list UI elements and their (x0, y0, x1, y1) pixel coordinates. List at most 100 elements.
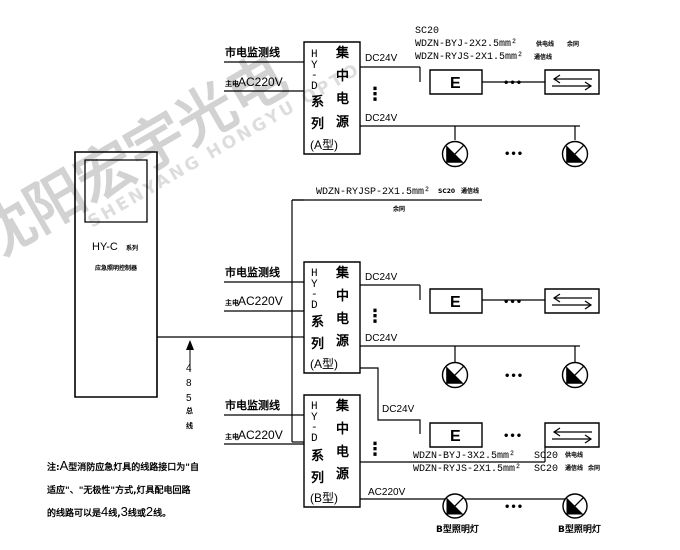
controller-model-suffix: 系列 (126, 244, 138, 252)
controller-cabinet (75, 152, 157, 397)
note-line-1: 注:A型消防应急灯具的线路接口为"自 (47, 458, 199, 473)
directional-sign-1 (545, 70, 599, 94)
ellipsis-1b: ••• (504, 149, 523, 160)
power-unit-1-sub-2: 列 (311, 116, 324, 132)
bot-power-conduit: SC20 (534, 451, 558, 462)
bot-comm-cable: WDZN-RYJS-2X1.5mm² (413, 464, 521, 475)
bus-cable-spec: WDZN-RYJSP-2X1.5mm² SC20 通信线 余同 (316, 187, 479, 213)
lamp-icon (442, 493, 468, 519)
power-unit-2-vdots: ⋮ (366, 306, 384, 327)
exit-sign-1-letter: E (450, 75, 461, 92)
power-unit-1-out-top: DC24V (365, 53, 398, 64)
directional-sign-3 (545, 423, 599, 447)
exit-sign-3-letter: E (450, 428, 461, 445)
power-unit-3-box (304, 395, 360, 507)
power-unit-3-main-4: 源 (336, 466, 349, 482)
power-unit-2-box (304, 262, 360, 373)
power-unit-2-main-3: 电 (336, 311, 349, 327)
power-unit-1-vdots: ⋮ (366, 84, 384, 105)
power-unit-3-series-2: Y (311, 412, 318, 424)
power-unit-1-out-bottom: DC24V (365, 113, 398, 124)
ellipsis-3b: ••• (504, 502, 523, 513)
bot-power-note: 供电线 (564, 451, 583, 459)
lamp-icon (561, 140, 589, 168)
power-unit-1-series-1: H (311, 49, 318, 61)
top-power-note: 供电线 (535, 40, 554, 48)
power-unit-2-series-3: - (311, 289, 318, 301)
lamp-icon (441, 361, 469, 389)
power-unit-2: H Y - D 集 中 电 源 系 列 (A型) 市电监测线 主电 AC220V… (224, 262, 599, 389)
bus-label-5: 线 (186, 421, 193, 430)
power-unit-2-main-4: 源 (336, 333, 349, 349)
bot-comm-note: 通信线 (565, 464, 583, 472)
arrows-icon (552, 428, 592, 443)
power-unit-2-out-bottom: DC24V (365, 333, 398, 344)
power-unit-3-series-1: H (311, 401, 318, 413)
power-unit-1-mains-prefix: 主电 (225, 79, 239, 88)
power-unit-1-type: (A型) (310, 138, 338, 152)
arrows-icon (552, 75, 592, 90)
ellipsis-2b: ••• (504, 371, 523, 382)
power-unit-1-series-3: - (311, 70, 318, 82)
power-unit-1: H Y - D 集 中 电 源 系 列 (A型) 市电监测线 主电 AC220V… (224, 26, 599, 168)
exit-sign-2-letter: E (450, 294, 461, 311)
power-unit-3: H Y - D 集 中 电 源 系 列 (B型) 市电监测线 主电 AC220V… (224, 368, 601, 535)
exit-sign-1 (430, 70, 482, 94)
note-line-3: 的线路可以是4线,3线或2线。 (47, 504, 171, 519)
bot-power-cable: WDZN-BYJ-3X2.5mm² (413, 451, 515, 462)
controller-screen (85, 160, 147, 222)
bus-label-4: 总 (186, 406, 193, 415)
bus-arrow-icon (186, 340, 194, 350)
power-unit-1-sub-1: 系 (311, 94, 324, 110)
lamp-icon (441, 140, 469, 168)
rs485-bus: 4 8 5 总 线 (157, 200, 482, 442)
power-unit-3-out-top: DC24V (382, 404, 415, 415)
power-unit-2-series-1: H (311, 268, 318, 280)
top-comm-cable: WDZN-RYJS-2X1.5mm² (415, 52, 523, 63)
power-unit-3-sub-2: 列 (311, 470, 324, 486)
bus-cable-note-2: 余同 (392, 205, 405, 213)
controller-name: 应急照明控制器 (95, 264, 138, 272)
power-unit-2-out-top: DC24V (365, 272, 398, 283)
bus-label-2: 8 (186, 378, 192, 389)
top-conduit: SC20 (415, 26, 439, 37)
b-lamp-label-1: B型照明灯 (436, 523, 479, 535)
power-unit-3-out-bottom: AC220V (368, 487, 406, 498)
note-line-2: 适应"、"无极性"方式,灯具配电回路 (47, 484, 191, 496)
power-unit-1-series-4: D (311, 81, 318, 93)
exit-sign-3 (430, 423, 482, 447)
power-unit-3-sub-1: 系 (311, 448, 324, 464)
power-unit-2-series-2: Y (311, 279, 318, 291)
top-power-cable: WDZN-BYJ-2X2.5mm² (415, 39, 517, 50)
bot-comm-note-2: 余同 (587, 464, 600, 472)
power-unit-1-series-2: Y (311, 60, 318, 72)
power-unit-2-sub-2: 列 (311, 336, 324, 352)
power-unit-2-sub-1: 系 (311, 314, 324, 330)
power-unit-3-type: (B型) (310, 491, 338, 505)
lamp-icon (561, 361, 589, 389)
watermark: 沈阳宏宇光电 SHENYANG HONGYU OPTO (0, 41, 364, 274)
power-unit-3-mains-prefix: 主电 (225, 432, 239, 441)
power-unit-2-mains-prefix: 主电 (225, 298, 239, 307)
power-unit-3-main-2: 中 (336, 421, 349, 437)
bus-cable-conduit: SC20 (438, 188, 455, 195)
controller: HY-C 系列 应急照明控制器 (75, 152, 157, 397)
power-unit-1-main-3: 电 (336, 91, 349, 107)
power-unit-2-main-1: 集 (335, 265, 350, 281)
bot-comm-conduit: SC20 (534, 464, 558, 475)
power-unit-1-mains-monitor: 市电监测线 (225, 45, 280, 59)
power-unit-2-mains-monitor: 市电监测线 (225, 265, 280, 279)
power-unit-2-mains-value: AC220V (238, 294, 283, 308)
bus-cable-note: 通信线 (461, 187, 479, 195)
power-unit-3-mains-value: AC220V (238, 428, 283, 442)
power-unit-3-vdots: ⋮ (366, 439, 384, 460)
power-unit-3-series-3: - (311, 422, 318, 434)
controller-model: HY-C (92, 241, 118, 253)
ellipsis-3a: ••• (503, 431, 522, 442)
b-lamp-label-2: B型照明灯 (558, 523, 601, 535)
exit-sign-2 (430, 289, 482, 313)
ellipsis-1a: ••• (503, 78, 522, 89)
footnote: 注:A型消防应急灯具的线路接口为"自 适应"、"无极性"方式,灯具配电回路 的线… (47, 458, 199, 519)
power-unit-2-type: (A型) (310, 357, 338, 371)
